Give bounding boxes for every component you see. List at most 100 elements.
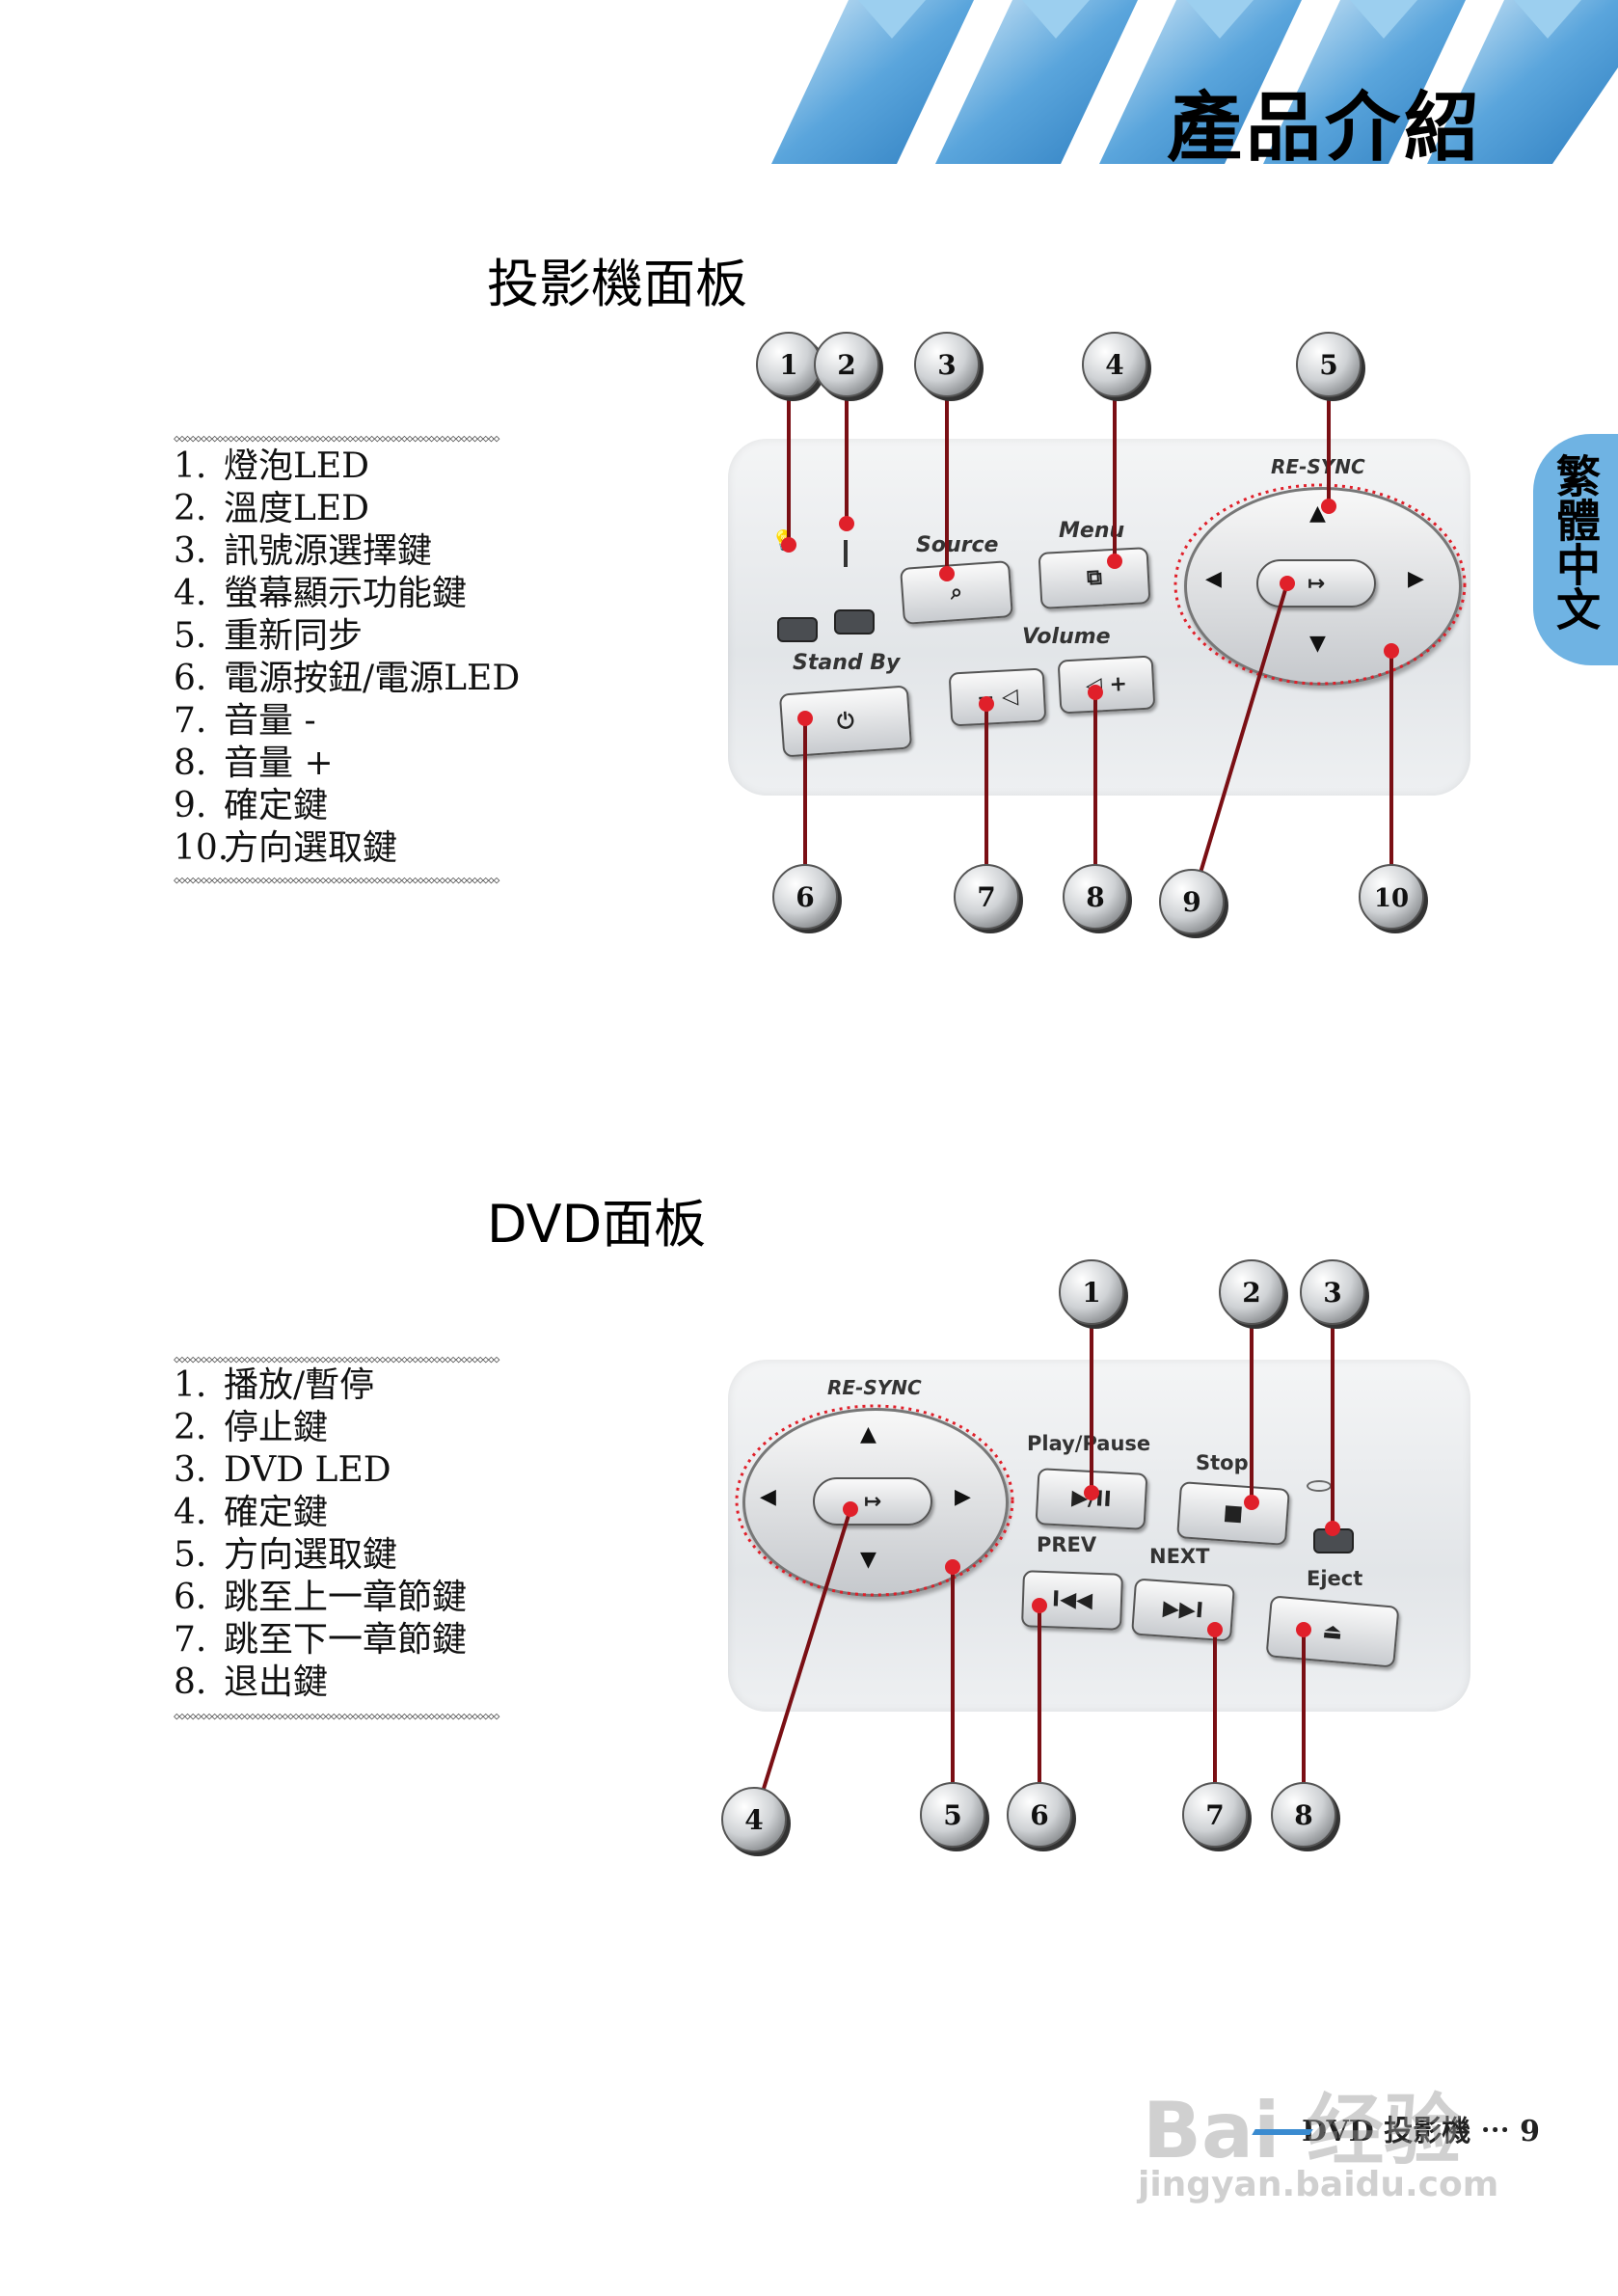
source-label: Source [916, 533, 999, 557]
callout-number: 8 [1086, 881, 1104, 913]
prev-label: PREV [1037, 1533, 1097, 1556]
prev-chapter-button[interactable]: I◀◀ [1021, 1570, 1123, 1631]
callout-number: 2 [837, 349, 855, 381]
callout-marker-2: 2 [1219, 1259, 1288, 1329]
callout-number: 8 [1294, 1799, 1312, 1831]
power-button[interactable]: ⏻ [778, 685, 913, 758]
next-label: NEXT [1149, 1545, 1210, 1568]
source-button[interactable]: ⌕ [900, 560, 1013, 625]
callout-marker-8: 8 [1271, 1782, 1340, 1851]
lamp-icon: 💡 [771, 528, 796, 552]
list-item: 7.音量 - [174, 701, 316, 741]
right-arrow-icon[interactable]: ▶ [955, 1485, 971, 1509]
standby-label: Stand By [793, 651, 901, 675]
list-border-bottom: ◇◇◇◇◇◇◇◇◇◇◇◇◇◇◇◇◇◇◇◇◇◇◇◇◇◇◇◇◇◇◇◇◇◇◇◇◇◇◇◇… [174, 876, 499, 885]
callout-marker-1: 1 [1059, 1259, 1128, 1329]
list-item: 4.螢幕顯示功能鍵 [174, 574, 468, 613]
callout-marker-6: 6 [1007, 1782, 1076, 1851]
callout-marker-7: 7 [1182, 1782, 1252, 1851]
callout-number: 1 [1082, 1277, 1100, 1309]
list-item: 10.方向選取鍵 [174, 828, 398, 868]
dvd-enter-button[interactable]: ↦ [813, 1477, 932, 1526]
enter-button[interactable]: ↦ [1256, 559, 1376, 608]
volume-up-button[interactable]: ◁ + [1057, 655, 1156, 715]
list-item: 2.停止鍵 [174, 1408, 329, 1447]
dvd-resync-label: RE-SYNC [827, 1376, 922, 1399]
right-arrow-icon[interactable]: ▶ [1408, 567, 1424, 591]
chapter-title: 產品介紹 [1166, 85, 1483, 172]
dvd-led [1313, 1528, 1354, 1553]
callout-number: 6 [1030, 1799, 1048, 1831]
temp-led [834, 609, 875, 635]
volume-label: Volume [1022, 625, 1111, 649]
list-item: 7.跳至下一章節鍵 [174, 1620, 468, 1660]
eject-button[interactable]: ⏏ [1265, 1595, 1400, 1668]
callout-marker-1: 1 [756, 332, 825, 401]
watermark-logo: Bai 经验 [1143, 2086, 1462, 2175]
callout-number: 3 [1323, 1277, 1341, 1309]
list-border-top: ◇◇◇◇◇◇◇◇◇◇◇◇◇◇◇◇◇◇◇◇◇◇◇◇◇◇◇◇◇◇◇◇◇◇◇◇◇◇◇◇… [174, 434, 499, 444]
header-stripe-decoration [771, 0, 1618, 164]
volume-down-button[interactable]: − ◁ [948, 667, 1047, 727]
callout-marker-4: 4 [1082, 332, 1151, 401]
left-arrow-icon[interactable]: ◀ [1205, 567, 1222, 591]
list-item: 9.確定鍵 [174, 786, 329, 825]
callout-number: 7 [1205, 1799, 1224, 1831]
callout-number: 10 [1374, 884, 1409, 913]
list-border-bottom: ◇◇◇◇◇◇◇◇◇◇◇◇◇◇◇◇◇◇◇◇◇◇◇◇◇◇◇◇◇◇◇◇◇◇◇◇◇◇◇◇… [174, 1712, 499, 1721]
list-item: 2.溫度LED [174, 489, 370, 528]
eject-label: Eject [1307, 1567, 1363, 1590]
list-item: 5.重新同步 [174, 616, 364, 656]
play-pause-label: Play/Pause [1027, 1432, 1151, 1455]
side-tab-label: 繁體中文 [1550, 453, 1602, 631]
callout-marker-8: 8 [1063, 864, 1132, 933]
list-item: 6.跳至上一章節鍵 [174, 1578, 468, 1617]
watermark-url: jingyan.baidu.com [1138, 2165, 1499, 2204]
next-chapter-button[interactable]: ▶▶I [1131, 1578, 1235, 1642]
list-item: 4.確定鍵 [174, 1493, 329, 1532]
left-arrow-icon[interactable]: ◀ [760, 1485, 776, 1509]
lamp-led [777, 617, 818, 642]
list-item: 6.電源按鈕/電源LED [174, 659, 521, 698]
menu-label: Menu [1059, 519, 1125, 543]
callout-number: 7 [977, 881, 995, 913]
list-item: 1.燈泡LED [174, 446, 370, 486]
callout-number: 6 [796, 881, 814, 913]
dvd-panel-list: 1.播放/暫停 2.停止鍵 3.DVD LED 4.確定鍵 5.方向選取鍵 6.… [174, 1364, 467, 1704]
footer-page-label: DVD 投影機 ⋯ 9 [1302, 2115, 1540, 2148]
callout-marker-10: 10 [1359, 864, 1428, 933]
callout-marker-6: 6 [772, 864, 842, 933]
list-item: 5.方向選取鍵 [174, 1535, 398, 1575]
stop-label: Stop [1196, 1451, 1249, 1474]
list-item: 3.DVD LED [174, 1450, 391, 1490]
callout-marker-5: 5 [920, 1782, 989, 1851]
callout-number: 2 [1242, 1277, 1260, 1309]
down-arrow-icon[interactable]: ▼ [1309, 632, 1326, 656]
resync-label: RE-SYNC [1271, 455, 1365, 478]
play-pause-button[interactable]: ▶/II [1035, 1468, 1148, 1530]
projector-panel-title: 投影機面板 [487, 254, 747, 314]
callout-marker-9: 9 [1159, 869, 1228, 938]
callout-marker-3: 3 [914, 332, 984, 401]
callout-number: 9 [1182, 886, 1200, 918]
callout-number: 4 [744, 1804, 763, 1836]
callout-number: 3 [937, 349, 956, 381]
menu-button[interactable]: ⧉ [1038, 547, 1151, 609]
callout-marker-4: 4 [721, 1787, 791, 1856]
thermometer-icon [844, 540, 848, 567]
list-item: 1.播放/暫停 [174, 1365, 375, 1405]
up-arrow-icon[interactable]: ▲ [860, 1422, 876, 1446]
callout-number: 1 [779, 349, 797, 381]
callout-number: 5 [1319, 349, 1337, 381]
callout-number: 5 [943, 1799, 961, 1831]
stop-button[interactable]: ■ [1176, 1481, 1290, 1546]
callout-number: 4 [1105, 349, 1123, 381]
list-border-top: ◇◇◇◇◇◇◇◇◇◇◇◇◇◇◇◇◇◇◇◇◇◇◇◇◇◇◇◇◇◇◇◇◇◇◇◇◇◇◇◇… [174, 1355, 499, 1364]
list-item: 8.退出鍵 [174, 1662, 329, 1702]
callout-marker-7: 7 [954, 864, 1023, 933]
callout-marker-5: 5 [1296, 332, 1365, 401]
down-arrow-icon[interactable]: ▼ [860, 1548, 876, 1572]
up-arrow-icon[interactable]: ▲ [1309, 501, 1326, 526]
projector-panel-list: 1.燈泡LED 2.溫度LED 3.訊號源選擇鍵 4.螢幕顯示功能鍵 5.重新同… [174, 446, 520, 870]
